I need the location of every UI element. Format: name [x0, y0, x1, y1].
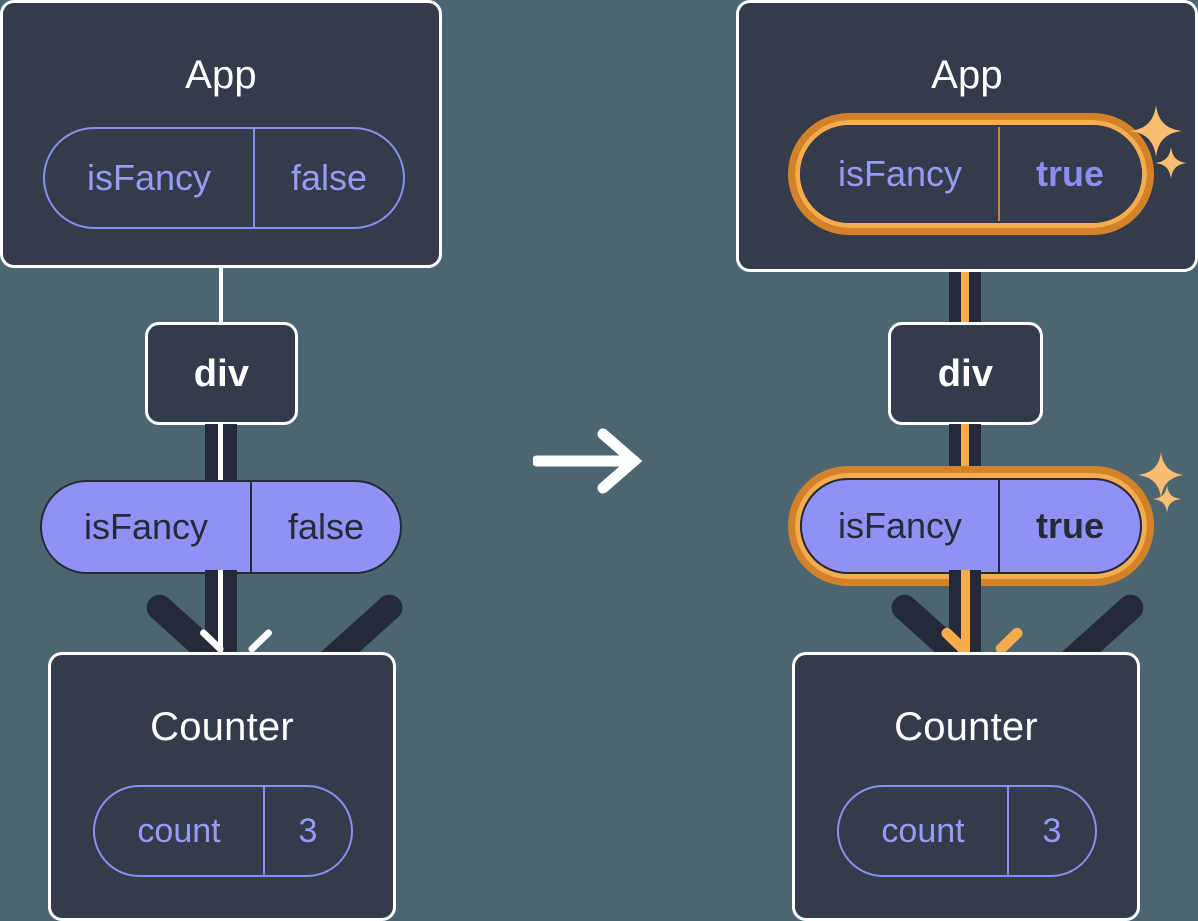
state-pill-counter-before-value: 3: [263, 787, 351, 875]
panel-app-after-title: App: [931, 53, 1003, 97]
panel-div-before-title: div: [193, 353, 250, 395]
state-pill-app-after-value: true: [998, 127, 1140, 221]
wire-div-to-prop-right-core: [961, 424, 969, 498]
state-pill-counter-after-value: 3: [1007, 787, 1095, 875]
sparkle-small-svg: [1155, 147, 1187, 179]
state-pill-app-after: isFancy true: [800, 125, 1142, 223]
state-pill-app-before-value: false: [253, 129, 403, 227]
wire-app-to-div-left: [219, 262, 223, 326]
sparkle-small-2-svg: [1153, 485, 1181, 513]
arrow-right-shaft-core: [961, 570, 970, 656]
sparkle-large-icon-2: [1136, 450, 1186, 500]
prop-pill-before-key: isFancy: [83, 506, 209, 547]
panel-counter-after-title: Counter: [894, 705, 1038, 749]
panel-app-before: App isFancy false: [0, 0, 442, 268]
prop-pill-after: isFancy true: [800, 478, 1142, 574]
prop-pill-after-value: true: [998, 480, 1140, 572]
sparkle-small-icon-2: [1152, 484, 1182, 514]
state-pill-counter-before-key: count: [137, 811, 221, 850]
sparkle-large-icon: [1128, 103, 1184, 159]
panel-div-after-title: div: [937, 353, 994, 395]
prop-pill-before-value: false: [250, 482, 400, 572]
panel-counter-after: Counter count 3: [792, 652, 1140, 921]
arrow-left-white-chevron-bar-right: [246, 627, 274, 654]
panel-counter-before-title: Counter: [150, 705, 294, 749]
state-pill-app-before: isFancy false: [43, 127, 405, 229]
state-pill-counter-after: count 3: [837, 785, 1097, 877]
panel-counter-before: Counter count 3: [48, 652, 396, 921]
arrow-left-shaft-core: [218, 570, 223, 656]
sparkle-small-icon: [1154, 146, 1188, 180]
sparkle-large-svg: [1130, 105, 1182, 157]
prop-pill-after-key: isFancy: [837, 505, 963, 546]
state-pill-app-after-key: isFancy: [837, 153, 963, 194]
sparkle-large-2-svg: [1138, 452, 1184, 498]
wire-div-to-prop-left-core: [218, 424, 223, 492]
transition-arrow-icon: [531, 425, 645, 497]
prop-pill-before: isFancy false: [40, 480, 402, 574]
state-pill-counter-before: count 3: [93, 785, 353, 877]
state-pill-counter-after-key: count: [881, 811, 965, 850]
state-pill-app-before-key: isFancy: [86, 157, 212, 198]
wire-app-to-div-right-core: [961, 218, 969, 330]
transition-arrow-svg: [531, 428, 643, 494]
panel-app-before-title: App: [185, 53, 257, 97]
panel-div-after: div: [888, 322, 1043, 425]
panel-div-before: div: [145, 322, 298, 425]
